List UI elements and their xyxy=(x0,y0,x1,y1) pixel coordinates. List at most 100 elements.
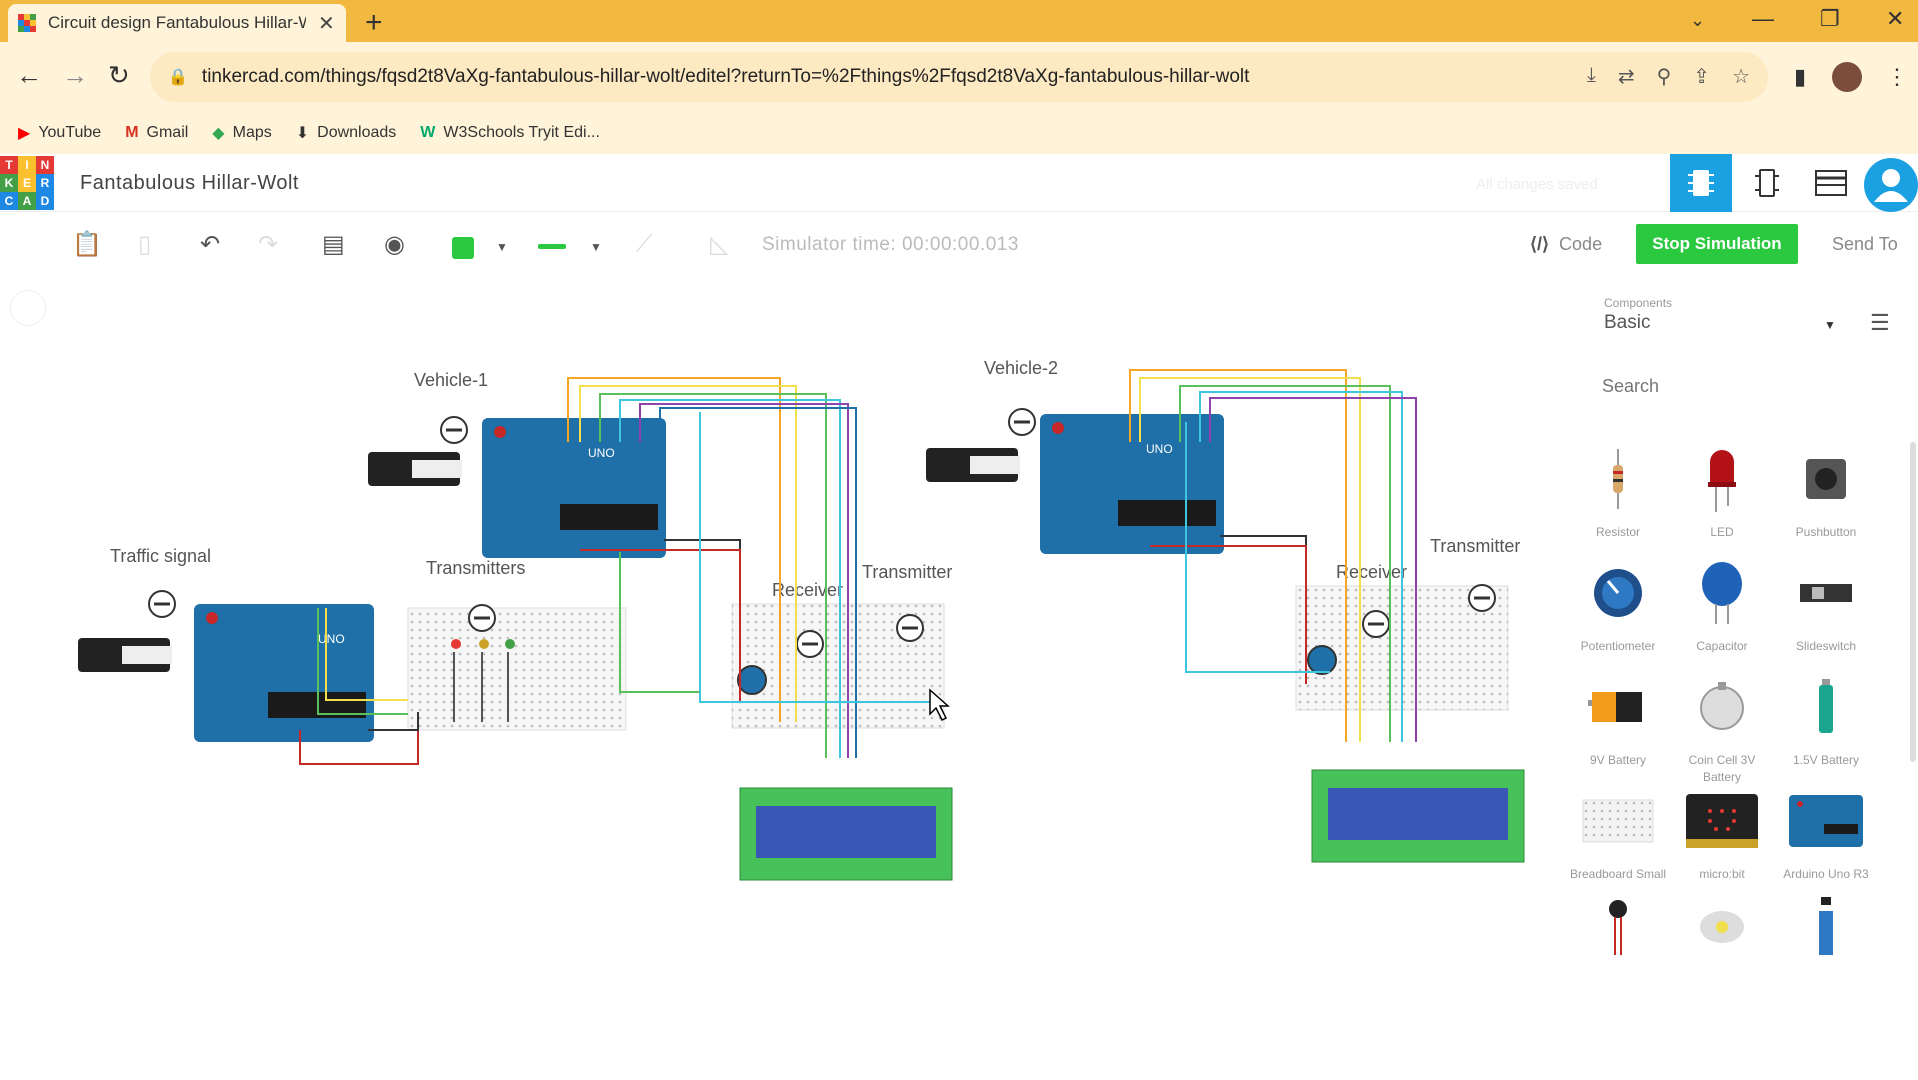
redo-icon[interactable]: ↷ xyxy=(258,231,279,258)
paste-icon[interactable]: 📋 xyxy=(72,231,102,258)
components-category-label: Components xyxy=(1604,296,1673,310)
wire-dropdown-icon[interactable]: ▼ xyxy=(590,240,602,254)
vehicle-2-arduino: UNO xyxy=(926,408,1224,554)
components-category-select[interactable]: Basic xyxy=(1604,312,1651,333)
label-vehicle-1: Vehicle-1 xyxy=(414,370,489,390)
tab-title: Circuit design Fantabulous Hillar-Wolt xyxy=(48,13,306,32)
svg-text:UNO: UNO xyxy=(1146,442,1173,456)
component-led[interactable]: LED xyxy=(1672,434,1772,541)
notes-icon[interactable]: ▤ xyxy=(322,231,345,258)
vehicle-2-lcd xyxy=(1311,769,1525,863)
wire-type-swatch[interactable] xyxy=(538,244,566,249)
mouse-cursor xyxy=(929,688,950,722)
category-dropdown-icon[interactable]: ▼ xyxy=(1824,318,1836,332)
component-microbit[interactable]: micro:bit xyxy=(1672,776,1772,883)
color-dropdown-icon[interactable]: ▼ xyxy=(496,240,508,254)
panel-scrollbar[interactable] xyxy=(1910,442,1916,762)
vehicle-2-wires xyxy=(1129,369,1417,742)
code-icon: ⟨/⟩ xyxy=(1530,234,1550,254)
tab-close-icon[interactable]: ✕ xyxy=(318,12,335,35)
close-window-icon[interactable]: ✕ xyxy=(1886,6,1905,31)
component-potentiometer[interactable]: Potentiometer xyxy=(1568,548,1668,655)
translate-icon[interactable]: ⇄ xyxy=(1617,66,1635,88)
reload-icon[interactable]: ↻ xyxy=(108,60,130,90)
microbit-icon xyxy=(1686,794,1758,848)
label-transmitters: Transmitters xyxy=(426,558,526,578)
undo-icon[interactable]: ↶ xyxy=(200,231,221,258)
traffic-wires xyxy=(299,608,419,765)
flip-icon[interactable]: ◺ xyxy=(710,231,729,258)
arduino-icon xyxy=(1789,795,1863,847)
tinkercad-favicon-icon xyxy=(18,14,36,32)
component-breadboard-small[interactable]: Breadboard Small xyxy=(1568,776,1668,883)
edit-toolbar: 📋 ▯ ↶ ↷ ▤ ◉ ▼ ▼ ⟋ ◺ Simulator time: 00:0… xyxy=(0,212,1918,282)
component-arduino-uno[interactable]: Arduino Uno R3 xyxy=(1776,776,1876,883)
circuit-drawing: UNO UNO UNO xyxy=(78,369,1525,881)
bookmark-star-icon[interactable]: ☆ xyxy=(1732,66,1750,88)
simulator-time: Simulator time: 00:00:00.013 xyxy=(762,234,1019,255)
menu-icon[interactable]: ⋮ xyxy=(1886,64,1908,89)
profile-avatar[interactable] xyxy=(1832,62,1862,92)
circuit-view-button[interactable] xyxy=(1670,154,1732,212)
component-sensor-1[interactable] xyxy=(1568,882,1668,972)
vehicle-1-lcd xyxy=(739,787,953,881)
bookmark-gmail[interactable]: M Gmail xyxy=(125,124,189,141)
sidebar-icon[interactable]: ▮ xyxy=(1794,64,1807,89)
components-panel: Components Basic ▼ ☰ Resistor LED Pushbu… xyxy=(1568,282,1918,1080)
code-button[interactable]: ⟨/⟩ Code xyxy=(1530,234,1603,254)
share-icon[interactable]: ⇪ xyxy=(1693,66,1711,88)
component-resistor[interactable]: Resistor xyxy=(1568,434,1668,541)
maps-icon: ◆ xyxy=(212,125,225,142)
delete-icon[interactable]: ▯ xyxy=(138,231,152,258)
potentiometer-icon xyxy=(1594,569,1642,617)
restore-icon[interactable]: ❐ xyxy=(1820,6,1840,31)
component-slideswitch[interactable]: Slideswitch xyxy=(1776,548,1876,655)
address-bar[interactable]: 🔒 tinkercad.com/things/fqsd2t8VaXg-fanta… xyxy=(150,52,1768,102)
bookmark-youtube[interactable]: ▶ YouTube xyxy=(18,124,102,142)
user-avatar[interactable] xyxy=(1864,158,1918,212)
tab-search-chevron-icon[interactable]: ⌄ xyxy=(1690,10,1706,30)
component-capacitor[interactable]: Capacitor xyxy=(1672,548,1772,655)
bookmark-maps[interactable]: ◆ Maps xyxy=(212,124,272,142)
bookmark-w3schools[interactable]: W W3Schools Tryit Edi... xyxy=(420,124,600,141)
download-icon: ⬇ xyxy=(295,125,310,142)
send-to-button[interactable]: Send To xyxy=(1832,234,1898,254)
project-name[interactable]: Fantabulous Hillar-Wolt xyxy=(80,172,299,194)
wire-color-swatch[interactable] xyxy=(452,237,474,259)
browser-tab[interactable]: Circuit design Fantabulous Hillar-Wolt ✕ xyxy=(8,4,346,42)
zoom-icon[interactable]: ⚲ xyxy=(1656,66,1672,88)
component-list-button[interactable] xyxy=(1800,154,1862,212)
vehicle-1-wires xyxy=(567,377,930,758)
bookmark-downloads[interactable]: ⬇ Downloads xyxy=(295,124,397,142)
list-view-icon[interactable]: ☰ xyxy=(1870,310,1890,335)
tinkercad-logo[interactable]: T I N K E R C A D xyxy=(0,156,54,210)
user-icon xyxy=(1874,169,1908,202)
back-icon[interactable]: ← xyxy=(16,60,42,90)
component-pushbutton[interactable]: Pushbutton xyxy=(1776,434,1876,541)
component-sensor-3[interactable] xyxy=(1776,882,1876,972)
browser-tabstrip: Circuit design Fantabulous Hillar-Wolt ✕… xyxy=(0,0,1918,42)
schematic-icon xyxy=(1755,169,1779,197)
notes-visibility-icon[interactable]: ◉ xyxy=(384,231,405,258)
pushbutton-icon xyxy=(1806,459,1846,499)
traffic-signal-arduino: UNO xyxy=(78,590,374,742)
circuit-canvas[interactable]: Vehicle-1 Vehicle-2 Traffic signal Trans… xyxy=(0,282,1568,1080)
component-search-input[interactable] xyxy=(1602,376,1862,397)
slideswitch-icon xyxy=(1800,584,1852,602)
svg-text:UNO: UNO xyxy=(588,446,615,460)
schematic-view-button[interactable] xyxy=(1736,154,1798,212)
chip-icon xyxy=(1688,170,1714,196)
stop-simulation-button[interactable]: Stop Simulation xyxy=(1636,224,1798,264)
app-header: T I N K E R C A D Fantabulous Hillar-Wol… xyxy=(0,154,1918,212)
new-tab-icon[interactable]: + xyxy=(365,6,383,39)
component-9v-battery[interactable]: 9V Battery xyxy=(1568,662,1668,769)
component-coin-cell[interactable]: Coin Cell 3V Battery xyxy=(1672,662,1772,786)
component-sensor-2[interactable] xyxy=(1672,882,1772,972)
forward-icon[interactable]: → xyxy=(62,60,88,90)
zoom-fit-button[interactable] xyxy=(10,290,46,326)
install-icon[interactable]: ⤓ xyxy=(1587,64,1596,86)
label-vehicle-2: Vehicle-2 xyxy=(984,358,1059,378)
component-1-5v-battery[interactable]: 1.5V Battery xyxy=(1776,662,1876,769)
minimize-icon[interactable]: — xyxy=(1752,6,1774,31)
rotate-icon[interactable]: ⟋ xyxy=(636,230,653,257)
